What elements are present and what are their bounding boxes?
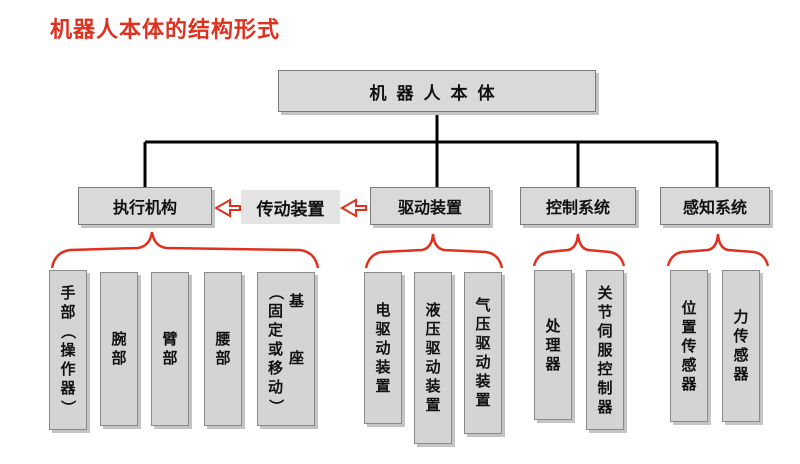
page-title: 机器人本体的结构形式: [50, 18, 281, 43]
arrow-icon: [213, 198, 367, 218]
leaf-text: 处理器: [545, 316, 561, 373]
leaf-text: 气压驱动装置: [475, 296, 491, 409]
leaf-wrist: 腕部: [100, 272, 138, 426]
control-system-box: 控制系统: [520, 187, 636, 225]
leaf-arm: 臂部: [151, 272, 189, 426]
leaf-hydraulic-drive: 液压驱动装置: [414, 272, 452, 444]
sensing-system-box: 感知系统: [660, 187, 770, 225]
leaf-force-sensor: 力传感器: [722, 270, 760, 422]
leaf-position-sensor: 位置传感器: [670, 270, 708, 422]
leaf-pneumatic-drive: 气压驱动装置: [464, 272, 502, 434]
drive-device-box: 驱动装置: [370, 187, 490, 225]
leaf-text: 手部（操作器）: [59, 283, 78, 415]
leaf-text: 力传感器: [733, 308, 749, 383]
robot-body-box: 机器人本体: [278, 70, 596, 112]
leaf-text: 电驱动装置: [375, 300, 391, 395]
leaf-text: 液压驱动装置: [425, 301, 441, 414]
leaf-waist: 腰部: [204, 272, 242, 426]
leaf-text: 腰部: [215, 330, 231, 367]
leaf-hand: 手部（操作器）: [49, 270, 87, 430]
leaf-joint-servo-controller: 关节伺服控制器: [586, 270, 624, 430]
leaf-electric-drive: 电驱动装置: [364, 272, 402, 424]
transmission-device-label: 传动装置: [241, 190, 340, 224]
leaf-text: 关节伺服控制器: [597, 283, 613, 416]
leaf-processor: 处理器: [534, 270, 572, 420]
execution-mechanism-box: 执行机构: [78, 187, 212, 225]
leaf-text: 位置传感器: [681, 298, 697, 393]
leaf-base: （固定或移动）基座: [257, 272, 315, 426]
leaf-text: 腕部: [111, 330, 127, 367]
leaf-text: （固定或移动）基座: [266, 284, 305, 414]
leaf-text: 臂部: [162, 330, 178, 367]
